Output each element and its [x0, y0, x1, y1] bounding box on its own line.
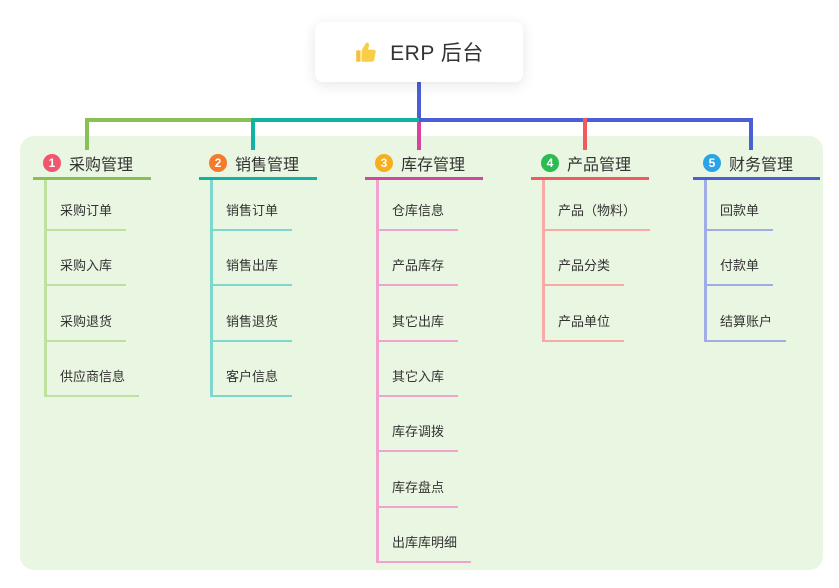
topic-node[interactable]: 其它入库: [376, 367, 459, 397]
branch-badge: 1: [43, 154, 61, 172]
branch-badge: 2: [209, 154, 227, 172]
topic-node[interactable]: 库存盘点: [376, 478, 459, 508]
topic-node[interactable]: 产品单位: [542, 312, 625, 342]
branch-children-line: [376, 180, 379, 563]
branch2-connector-drop: [251, 118, 255, 150]
branch-finance-management: 5 财务管理 回款单 付款单 结算账户: [693, 0, 839, 588]
branch-children-line: [704, 180, 707, 342]
topic-node[interactable]: 库存调拨: [376, 422, 459, 452]
topic-node[interactable]: 销售订单: [210, 201, 293, 231]
branch1-connector-drop: [85, 118, 89, 150]
branch-badge: 3: [375, 154, 393, 172]
branch5-connector-drop: [749, 118, 753, 150]
branch1-connector-line: [85, 118, 255, 122]
branch3-connector-drop: [417, 122, 421, 150]
topic-node[interactable]: 付款单: [704, 256, 774, 286]
branch-title-label: 销售管理: [235, 157, 300, 174]
branch-badge: 5: [703, 154, 721, 172]
branch-children-line: [542, 180, 545, 342]
branch-title-inventory-management[interactable]: 3 库存管理: [365, 149, 483, 180]
topic-node[interactable]: 客户信息: [210, 367, 293, 397]
branch-title-label: 库存管理: [401, 157, 466, 174]
branch-product-management: 4 产品管理 产品（物料） 产品分类 产品单位: [531, 0, 689, 588]
topic-node[interactable]: 采购入库: [44, 256, 127, 286]
topic-node[interactable]: 供应商信息: [44, 367, 140, 397]
topic-node[interactable]: 产品分类: [542, 256, 625, 286]
branch-children-line: [210, 180, 213, 397]
branch-badge: 4: [541, 154, 559, 172]
branch-title-label: 产品管理: [567, 157, 632, 174]
root-title: ERP 后台: [390, 42, 484, 65]
topic-node[interactable]: 销售出库: [210, 256, 293, 286]
branch-title-sales-management[interactable]: 2 销售管理: [199, 149, 317, 180]
branch-purchase-management: 1 采购管理 采购订单 采购入库 采购退货 供应商信息: [33, 0, 191, 588]
root-node[interactable]: ERP 后台: [315, 22, 523, 82]
branch-title-purchase-management[interactable]: 1 采购管理: [33, 149, 151, 180]
branch4-connector-drop: [583, 118, 587, 150]
topic-node[interactable]: 其它出库: [376, 312, 459, 342]
topic-node[interactable]: 产品库存: [376, 256, 459, 286]
branches-panel: [20, 136, 823, 570]
root-connector-line: [417, 82, 421, 118]
branch-inventory-management: 3 库存管理 仓库信息 产品库存 其它出库 其它入库 库存调拨 库存盘点 出库库…: [365, 0, 523, 588]
topic-node[interactable]: 出库库明细: [376, 533, 472, 563]
topic-node[interactable]: 采购退货: [44, 312, 127, 342]
branch-title-label: 财务管理: [729, 157, 794, 174]
branch-title-product-management[interactable]: 4 产品管理: [531, 149, 649, 180]
branch-sales-management: 2 销售管理 销售订单 销售出库 销售退货 客户信息: [199, 0, 357, 588]
topic-node[interactable]: 仓库信息: [376, 201, 459, 231]
topic-node[interactable]: 结算账户: [704, 312, 787, 342]
branch2-connector-line: [253, 118, 419, 122]
topic-node[interactable]: 回款单: [704, 201, 774, 231]
branch-title-finance-management[interactable]: 5 财务管理: [693, 149, 820, 180]
topic-node[interactable]: 产品（物料）: [542, 201, 651, 231]
topic-node[interactable]: 销售退货: [210, 312, 293, 342]
branch-title-label: 采购管理: [69, 157, 134, 174]
topic-node[interactable]: 采购订单: [44, 201, 127, 231]
thumbs-up-icon: [356, 42, 376, 62]
branch-children-line: [44, 180, 47, 397]
